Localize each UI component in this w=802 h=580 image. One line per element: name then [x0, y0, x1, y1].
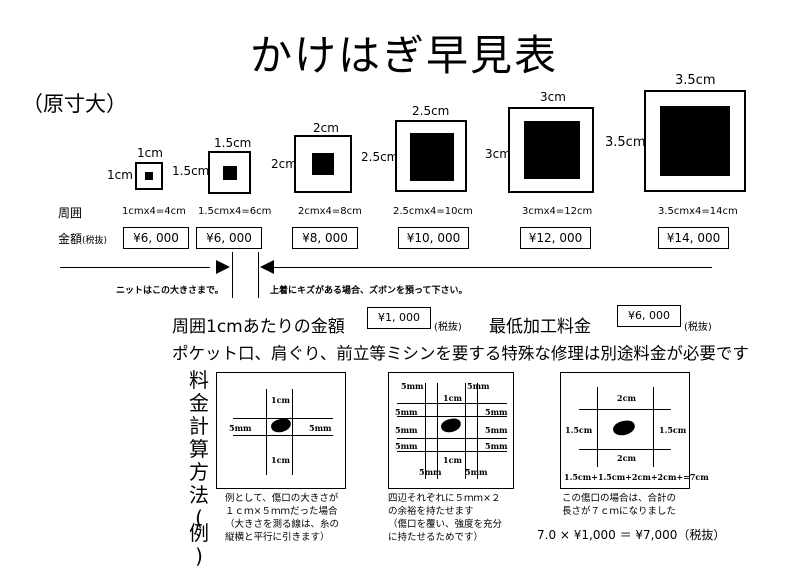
damage-mark — [611, 418, 637, 438]
perimeter-value: 2cmx4=8cm — [298, 206, 362, 217]
perimeter-value: 1cmx4=4cm — [122, 206, 186, 217]
size-label-side: 1.5cm — [172, 164, 210, 178]
perimeter-value: 2.5cmx4=10cm — [393, 206, 473, 217]
size-label-top: 3.5cm — [675, 73, 716, 88]
knit-size-marker — [232, 252, 233, 298]
patch-square-1-5cm — [208, 151, 251, 194]
price-box: ¥6, 000 — [196, 227, 262, 249]
per-cm-label: 周囲1cmあたりの金額 — [172, 317, 345, 337]
dim-label: 5mm — [485, 407, 508, 417]
patch-square-1cm — [135, 162, 163, 190]
min-fee-tax: (税抜) — [684, 322, 712, 333]
perimeter-value: 3cmx4=12cm — [522, 206, 593, 217]
jacket-note: 上着にキズがある場合、ズボンを預って下さい。 — [270, 286, 468, 296]
example-1-caption: 例として、傷口の大きさが １ｃｍ×５ｍｍだった場合 （大きさを測る線は、糸の 縦… — [225, 493, 340, 543]
price-box: ¥12, 000 — [520, 227, 591, 249]
perimeter-row-label: 周囲 — [58, 206, 83, 220]
size-label-side: 2.5cm — [361, 150, 399, 164]
size-label-side: 2cm — [271, 157, 297, 171]
size-label-top: 1.5cm — [214, 136, 252, 150]
divider-left — [60, 267, 210, 268]
dim-label: 5mm — [485, 425, 508, 435]
dim-label: 5mm — [395, 407, 418, 417]
example-2-diagram: 5mm 5mm 1cm 1cm 5mm 5mm 5mm 5mm 5mm 5mm … — [388, 372, 514, 489]
knit-note: ニットはこの大きさまで。 — [116, 286, 224, 296]
price-box: ¥10, 000 — [398, 227, 469, 249]
dim-label: 5mm — [485, 441, 508, 451]
dim-label: 5mm — [395, 441, 418, 451]
dim-label: 5mm — [229, 423, 252, 433]
page-title: かけはぎ早見表 — [250, 31, 559, 80]
dim-label: 5mm — [309, 423, 332, 433]
example-3-caption: この傷口の場合は、合計の 長さが７ｃｍになりました — [562, 493, 677, 517]
patch-square-2-5cm — [395, 120, 467, 192]
size-label-top: 2cm — [313, 121, 339, 135]
price-box: ¥8, 000 — [292, 227, 358, 249]
example-2-caption: 四辺それぞれに５ｍｍ×２ の余裕を持たせます （傷口を覆い、強度を充分 に持たせ… — [388, 493, 503, 543]
size-label-top: 1cm — [137, 146, 163, 160]
price-row-label-tax: (税抜) — [82, 236, 108, 246]
dim-label: 5mm — [395, 425, 418, 435]
price-box: ¥14, 000 — [658, 227, 729, 249]
size-label-top: 2.5cm — [412, 104, 450, 118]
dim-label: 5mm — [401, 381, 424, 391]
divider-right — [270, 267, 712, 268]
dim-label: 2cm — [617, 393, 636, 403]
arrow-right-icon — [216, 260, 230, 274]
example-3-calculation: 7.0 × ¥1,000 ＝ ¥7,000（税抜） — [537, 528, 726, 542]
patch-square-3-5cm — [644, 90, 746, 192]
scale-note: （原寸大） — [22, 92, 127, 116]
dim-label: 1cm — [271, 455, 290, 465]
dim-label: 2cm — [617, 453, 636, 463]
formula: 1.5cm+1.5cm+2cm+2cm+=7cm — [564, 472, 709, 482]
price-box: ¥6, 000 — [123, 227, 189, 249]
min-fee-price: ¥6, 000 — [617, 305, 681, 327]
perimeter-value: 3.5cmx4=14cm — [658, 206, 738, 217]
example-1-diagram: 1cm 1cm 5mm 5mm — [216, 372, 346, 489]
damage-mark — [439, 417, 463, 434]
dim-label: 1cm — [443, 393, 462, 403]
per-cm-price: ¥1, 000 — [367, 307, 431, 329]
patch-square-3cm — [508, 107, 594, 193]
dim-label: 1.5cm — [659, 425, 687, 435]
dim-label: 5mm — [419, 467, 442, 477]
min-fee-label: 最低加工料金 — [489, 317, 591, 337]
dim-label: 1.5cm — [565, 425, 593, 435]
knit-size-marker — [258, 252, 259, 298]
price-row-label-main: 金額 — [58, 232, 83, 246]
size-label-side: 3.5cm — [605, 135, 646, 150]
price-row-label: 金額(税抜) — [58, 230, 107, 247]
dim-label: 1cm — [443, 455, 462, 465]
size-label-side: 1cm — [107, 168, 133, 182]
size-label-top: 3cm — [540, 90, 566, 104]
perimeter-value: 1.5cmx4=6cm — [198, 206, 272, 217]
per-cm-tax: (税抜) — [434, 322, 462, 333]
dim-label: 5mm — [467, 381, 490, 391]
patch-square-2cm — [294, 135, 352, 193]
dim-label: 5mm — [465, 467, 488, 477]
arrow-left-icon — [260, 260, 274, 274]
size-label-side: 3cm — [485, 147, 511, 161]
damage-mark — [269, 417, 293, 434]
special-repair-note: ポケット口、肩ぐり、前立等ミシンを要する特殊な修理は別途料金が必要です — [172, 344, 749, 363]
example-3-diagram: 2cm 2cm 1.5cm 1.5cm 1.5cm+1.5cm+2cm+2cm+… — [560, 372, 709, 489]
dim-label: 1cm — [271, 395, 290, 405]
